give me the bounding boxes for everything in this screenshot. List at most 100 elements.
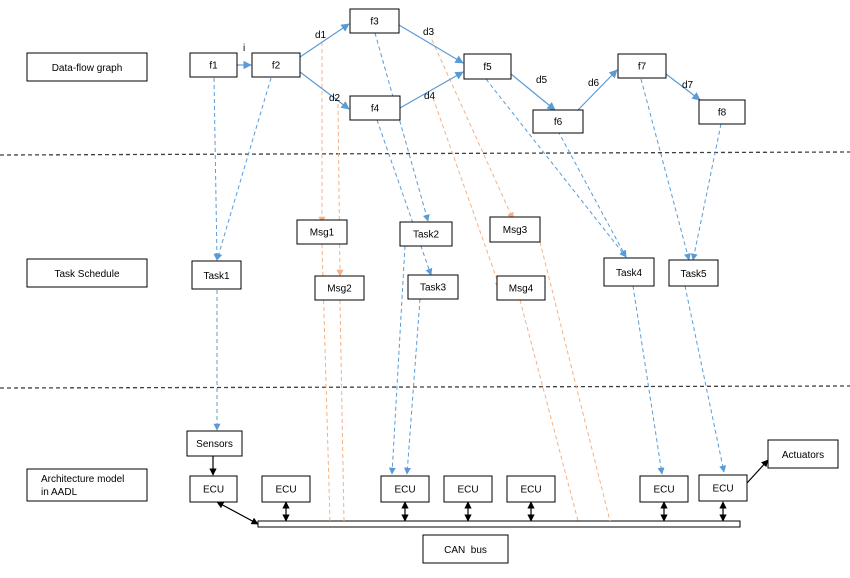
actuators-label: Actuators	[782, 450, 824, 461]
ecu-1-box	[189, 475, 238, 503]
ecu-6: ECU	[639, 475, 689, 503]
task-1: Task1	[191, 260, 242, 290]
message-3-label: Msg3	[503, 225, 528, 236]
task-2-label: Task2	[413, 230, 440, 241]
function-f5-label: f5	[483, 62, 492, 73]
message-4-label: Msg4	[509, 284, 534, 295]
ecu-6-box	[639, 475, 689, 503]
map-f5-task4	[485, 78, 627, 258]
layer-label-tasks-text: Task Schedule	[54, 269, 119, 280]
message-1: Msg1	[296, 219, 348, 245]
edge-label-d3: d3	[423, 27, 435, 38]
ecu-3-box	[380, 475, 430, 503]
ecu-3-label: ECU	[394, 485, 415, 496]
edge-label-d1: d1	[315, 30, 327, 41]
map-d3-msg3	[431, 39, 514, 220]
edge-f3-f5	[398, 24, 464, 64]
function-f2-label: f2	[272, 61, 281, 72]
function-f4: f4	[349, 95, 401, 121]
function-f4-label: f4	[371, 104, 380, 115]
map-f8-task5	[690, 123, 722, 261]
ecu-5: ECU	[506, 475, 556, 503]
function-f7-box	[617, 53, 667, 79]
edge-label-d2: d2	[329, 93, 341, 104]
function-f6-label: f6	[554, 117, 563, 128]
map-f2-task1	[215, 77, 272, 261]
ecu-4: ECU	[443, 475, 493, 503]
dataflow-edges	[237, 23, 701, 111]
function-task-mappings	[213, 32, 722, 276]
ecu-7-label: ECU	[712, 484, 733, 495]
ecu-6-label: ECU	[653, 485, 674, 496]
layer-label-arch: Architecture model in AADL	[26, 468, 148, 502]
can-bus-label-box	[422, 534, 509, 564]
ecu-5-box	[506, 475, 556, 503]
function-f3-box	[349, 8, 400, 34]
layer-label-dataflow-text: Data-flow graph	[52, 63, 123, 74]
task-5-label: Task5	[680, 269, 707, 280]
function-f3-label: f3	[370, 17, 379, 28]
separator-tasks-architecture	[0, 385, 850, 389]
ecu-1-label: ECU	[203, 485, 224, 496]
function-f3: f3	[349, 8, 400, 34]
function-f6: f6	[532, 109, 584, 134]
edge-f2-f3	[299, 23, 350, 58]
map-d2-msg2	[336, 103, 344, 277]
message-2-box	[314, 275, 365, 301]
edge-label-d6: d6	[588, 78, 600, 89]
message-4-box	[496, 275, 546, 301]
ecu-7-box	[698, 474, 748, 502]
task-3: Task3	[407, 274, 459, 300]
message-4: Msg4	[496, 275, 546, 301]
can-bus-line	[257, 520, 741, 528]
can-bus: CAN bus	[422, 534, 509, 564]
ecu-2-box	[261, 475, 311, 503]
message-2-label: Msg2	[327, 284, 352, 295]
function-f1-box	[189, 52, 238, 78]
map-task5-ecu	[684, 285, 727, 473]
message-1-label: Msg1	[310, 228, 335, 239]
ecu1-bus-link	[216, 501, 259, 525]
task-5: Task5	[668, 259, 719, 287]
layer-label-arch-text: Architecture model in AADL	[41, 474, 124, 498]
map-f4-task3	[376, 119, 433, 276]
edge-label-d5: d5	[536, 75, 548, 86]
ecu-4-label: ECU	[457, 485, 478, 496]
function-f6-box	[532, 109, 584, 134]
ecu-2: ECU	[261, 475, 311, 503]
map-f7-task5	[640, 78, 691, 261]
text-line: Architecture model	[41, 474, 124, 485]
edge-f5-f6	[510, 73, 556, 111]
task-1-box	[191, 260, 242, 290]
map-task4-ecu	[632, 285, 665, 475]
layer-label-tasks-box	[26, 258, 148, 288]
map-f3-task2	[374, 32, 430, 222]
hardware-connections	[209, 456, 769, 525]
text-line: in AADL	[41, 487, 78, 498]
layer-label-dataflow: Data-flow graph	[26, 52, 148, 82]
message-3: Msg3	[489, 216, 541, 243]
edge-label-i: i	[243, 43, 245, 54]
edge-f4-f5	[399, 71, 464, 109]
edge-f2-f4	[299, 71, 350, 110]
actuators-box	[767, 439, 839, 469]
function-f2: f2	[251, 52, 301, 78]
layer-label-arch-box	[26, 468, 148, 502]
task-3-label: Task3	[420, 283, 447, 294]
task-3-box	[407, 274, 459, 300]
function-f5: f5	[463, 53, 512, 80]
task-5-box	[668, 259, 719, 287]
separator-dataflow-tasks	[0, 151, 850, 156]
message-1-box	[296, 219, 348, 245]
task-4-box	[603, 257, 655, 287]
function-f4-box	[349, 95, 401, 121]
message-3-box	[489, 216, 541, 243]
map-task3-ecu	[403, 298, 421, 475]
sensors-label: Sensors	[196, 439, 233, 450]
map-msg4-bus	[519, 299, 579, 522]
task-1-label: Task1	[203, 271, 230, 282]
message-2: Msg2	[314, 275, 365, 301]
ecu-to-actuators	[746, 459, 769, 484]
actuators: Actuators	[767, 439, 839, 469]
